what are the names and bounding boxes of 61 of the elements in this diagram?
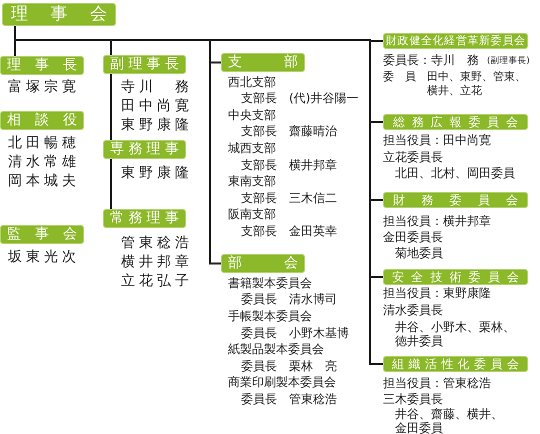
- heading-band: 監事会: [0, 225, 84, 244]
- heading-band: 部会: [221, 254, 305, 273]
- person-name: 富塚宗寛: [8, 78, 80, 96]
- note-text: (副理事長): [487, 56, 530, 67]
- person-name: 北田暢穂: [8, 134, 80, 152]
- list-item: 委 員 田中、東野、管東、横井、立花: [383, 70, 527, 98]
- list-item: 立花委員長: [383, 150, 443, 164]
- list-item: 城西支部: [228, 140, 276, 156]
- list-item: 委員長 栗林 亮: [241, 358, 337, 374]
- heading-band: 安全技術委員会: [383, 269, 528, 285]
- person-name: 管東稔浩: [121, 234, 193, 252]
- person-name: 坂東光次: [8, 248, 80, 266]
- list-item: 委員長 管東稔浩: [241, 392, 337, 407]
- list-item: 井谷、小野木、栗林、徳井委員: [395, 320, 516, 348]
- person-name: 清水常雄: [8, 153, 80, 172]
- person-name: 田中尚寛: [121, 97, 193, 116]
- connector-line: [110, 74, 112, 140]
- list-item: 担当役員：田中尚寛: [383, 132, 491, 148]
- heading-band: 専務理事: [103, 140, 186, 159]
- list-item: 書籍製本委員会: [228, 276, 312, 291]
- list-item: 西北支部: [228, 74, 276, 90]
- list-item: 東南支部: [228, 174, 276, 190]
- list-item: 北田、北村、岡田委員: [395, 166, 515, 180]
- heading-band: 支部: [221, 53, 305, 72]
- heading-band: 理事長: [0, 56, 84, 75]
- list-item: 支部長 齋藤晴治: [241, 124, 337, 140]
- list-item: 委員長 清水博司: [241, 292, 337, 308]
- heading-band: 副理事長: [103, 55, 186, 74]
- list-item: 委員長 小野木基博: [241, 326, 349, 341]
- list-item: 中央支部: [228, 108, 276, 123]
- heading-band: 理事会: [2, 3, 116, 26]
- connector-line: [110, 159, 112, 209]
- list-item: 担当役員：管東稔浩: [383, 376, 491, 390]
- list-item: 清水委員長: [383, 302, 443, 318]
- list-item: 支部長 (代)井谷陽一: [241, 91, 358, 106]
- list-item: 支部長 金田英幸: [241, 224, 337, 239]
- person-name: 東野康隆: [121, 164, 193, 182]
- list-item: 三木委員長: [383, 392, 443, 406]
- list-item: 担当役員：東野康隆: [383, 286, 491, 300]
- list-item: 菊地委員: [395, 246, 443, 260]
- list-item: 手帳製本委員会: [228, 309, 312, 324]
- list-item: 委員長：寺川 務: [383, 52, 479, 68]
- list-item: 担当役員：横井邦章: [383, 214, 491, 228]
- person-name: 立花弘子: [121, 272, 193, 290]
- list-item: 商業印刷製本委員会: [228, 375, 336, 390]
- heading-band: 相談役: [0, 111, 84, 130]
- list-item: 支部長 三木信二: [241, 190, 337, 206]
- list-item: 井谷、齋藤、横井、金田委員: [395, 407, 504, 434]
- heading-band: 財政健全化経営革新委員会: [383, 33, 528, 49]
- person-name: 寺川 務: [121, 78, 193, 96]
- person-name: 岡本城夫: [8, 172, 80, 190]
- list-item: 支部長 横井邦章: [241, 158, 337, 172]
- heading-band: 財務委員会: [383, 192, 528, 208]
- person-name: 東野康隆: [121, 116, 193, 134]
- list-item: 紙製品製本委員会: [228, 342, 324, 358]
- heading-band: 組織活性化委員会: [383, 356, 528, 372]
- heading-band: 総務広報委員会: [383, 114, 528, 130]
- heading-band: 常務理事: [103, 209, 186, 228]
- list-item: 阪南支部: [228, 207, 276, 222]
- list-item: 金田委員長: [383, 230, 443, 244]
- person-name: 横井邦章: [121, 253, 193, 272]
